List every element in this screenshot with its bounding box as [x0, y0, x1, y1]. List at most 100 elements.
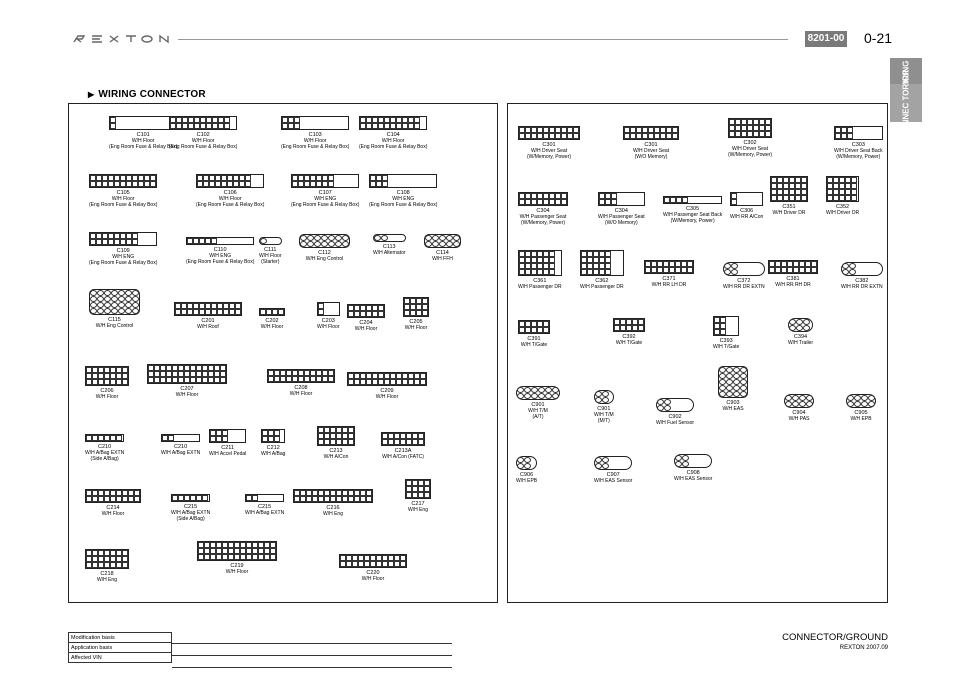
connector-code: C109: [116, 248, 130, 254]
connector-pin: [132, 239, 138, 245]
connector-pin: [122, 556, 128, 562]
connector-pin: [348, 379, 354, 385]
connector-pin: [86, 379, 92, 385]
connector-pin: [132, 181, 138, 187]
connector-pin: [422, 310, 428, 316]
connector-pin: [216, 430, 222, 436]
connector-code: C104: [386, 132, 400, 138]
connector-pin: [116, 556, 122, 562]
connector-pin: [519, 127, 525, 133]
connector-pin: [154, 377, 160, 383]
connector-pin: [595, 457, 602, 463]
connector-pin: [420, 379, 426, 385]
connector-pin: [104, 302, 111, 308]
connector-pin: [654, 127, 660, 133]
connector-pin: [412, 480, 418, 486]
connector-pin: [328, 175, 334, 181]
connector-harness-label: W/H Fuel Sensor: [656, 420, 695, 426]
connector-pinout-diagram: [723, 262, 765, 276]
connector-pin: [120, 233, 126, 239]
connector-pin: [224, 117, 230, 123]
connector-pin: [360, 490, 366, 496]
connector-pin: [439, 241, 446, 247]
connector-pin: [525, 327, 531, 333]
connector-pin: [410, 298, 416, 304]
connector-pin: [424, 480, 430, 486]
connector-pin: [835, 127, 841, 133]
connector-harness-label: W/H Accel Pedal: [209, 451, 247, 457]
connector-harness-label: W/H Floor: [354, 326, 378, 332]
connector-pin: [348, 311, 354, 317]
connector-pin: [785, 401, 792, 407]
connector-pin: [833, 189, 839, 195]
connector-pin: [769, 267, 775, 273]
side-tab-connector[interactable]: CONNEC TOR/GR: [890, 69, 922, 137]
connector-pin: [198, 554, 204, 560]
connector-pin: [378, 117, 384, 123]
connector-pinout-diagram: [161, 434, 201, 442]
connector-pin: [675, 461, 682, 467]
connector-code: C110: [213, 247, 227, 253]
connector-harness-label: W/H RR RH DR: [775, 282, 811, 288]
connector-pin: [861, 395, 868, 401]
connector-pin: [719, 385, 726, 391]
connector-code: C102: [196, 132, 210, 138]
connector-code: C202: [265, 318, 279, 324]
connector-pin: [402, 373, 408, 379]
connector-pin: [388, 433, 394, 439]
connector-pin: [849, 263, 856, 269]
connector-pin: [352, 561, 358, 567]
connector-pin: [222, 436, 228, 442]
connector-pin: [181, 303, 187, 309]
connector-pin: [740, 385, 747, 391]
connector-pin: [366, 311, 372, 317]
connector-pin: [611, 199, 617, 205]
connector-pinout-diagram: [594, 390, 614, 404]
connector-pin: [304, 181, 310, 187]
connector-pin: [318, 496, 324, 502]
connector-pin: [636, 133, 642, 139]
connector-harness-label: W/H EAS Sensor: [594, 478, 633, 484]
connector-pin: [184, 365, 190, 371]
connector-pin: [388, 561, 394, 567]
connector-pin: [233, 181, 239, 187]
connector-pin: [777, 183, 783, 189]
connector-pin: [335, 235, 342, 241]
connector-pin: [264, 554, 270, 560]
connector-pin: [86, 373, 92, 379]
connector-pinout-diagram: [317, 302, 340, 316]
connector-pin: [549, 257, 555, 263]
connector-pin: [376, 555, 382, 561]
connector-pin: [234, 542, 240, 548]
connector-pin: [845, 195, 851, 201]
connector-pin: [787, 261, 793, 267]
connector-code: C305: [686, 206, 700, 212]
connector-pin: [789, 319, 796, 325]
connector-pin: [216, 436, 222, 442]
connector-pin: [765, 119, 771, 125]
connector-pin: [537, 321, 543, 327]
connector-location-label: (W/Memory, Power): [520, 220, 566, 226]
connector-pin: [203, 175, 209, 181]
connector-pin: [735, 131, 741, 137]
connector-pin: [543, 193, 549, 199]
connector-pin: [587, 263, 593, 269]
connector-pin: [172, 365, 178, 371]
connector-pin: [382, 439, 388, 445]
connector-pin: [741, 119, 747, 125]
connector-harness-label: W/H ENG: [392, 196, 415, 202]
connector-pin: [412, 492, 418, 498]
